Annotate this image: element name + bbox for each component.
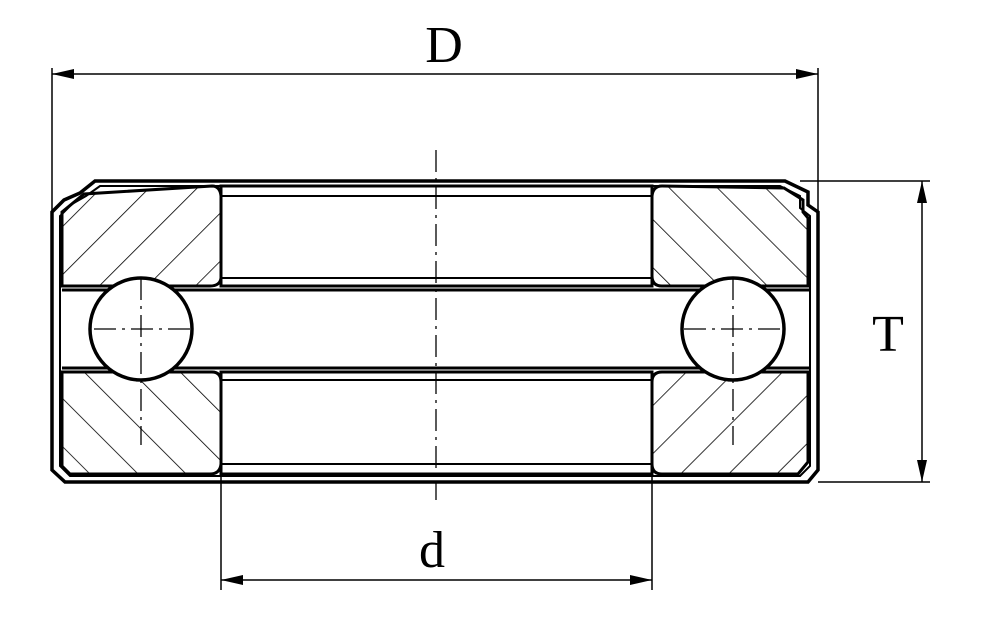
d-arrow-left: [221, 575, 243, 585]
label-d: d: [419, 522, 445, 579]
T-arrow-top: [917, 181, 927, 203]
upper-left-section: [60, 184, 223, 288]
outer-contour: [50, 179, 820, 484]
upper-washer-bore: [219, 184, 654, 288]
lower-washer: [60, 370, 810, 476]
lower-left-section: [60, 370, 223, 476]
upper-right-section: [650, 184, 810, 288]
center-lines: [94, 150, 782, 500]
T-arrow-bottom: [917, 460, 927, 482]
upper-washer: [60, 184, 810, 288]
dimension-T: [800, 180, 930, 483]
label-T: T: [872, 306, 904, 363]
D-arrow-left: [52, 69, 74, 79]
D-arrow-right: [796, 69, 818, 79]
balls: [88, 276, 786, 382]
dimension-d: [220, 474, 653, 590]
label-D: D: [425, 17, 463, 74]
d-arrow-right: [630, 575, 652, 585]
lower-right-section: [650, 370, 810, 476]
dimension-D: [51, 68, 819, 212]
